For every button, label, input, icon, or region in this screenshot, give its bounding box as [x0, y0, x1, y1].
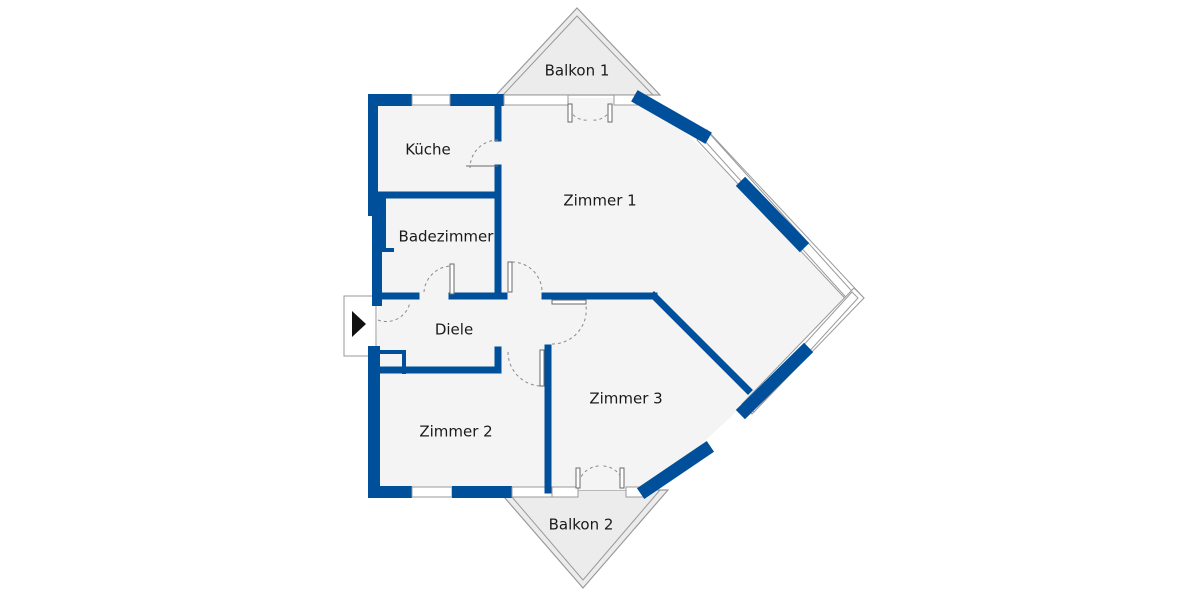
- interior-walls: [374, 100, 753, 494]
- doors[interactable]: [377, 103, 625, 489]
- room-label-badezimmer: Badezimmer: [399, 228, 495, 246]
- room-label-diele: Diele: [435, 321, 473, 339]
- outer-walls: [368, 90, 814, 500]
- room-label-zimmer-3: Zimmer 3: [589, 390, 662, 408]
- room-label-kueche: Küche: [405, 141, 451, 159]
- room-label-balkon-2: Balkon 2: [549, 516, 614, 534]
- entrance-arrow-icon: [352, 311, 366, 337]
- balcony-2-area: [496, 489, 670, 589]
- balcony-1-area: [494, 7, 662, 96]
- room-label-balkon-1: Balkon 1: [545, 62, 610, 80]
- room-label-zimmer-1: Zimmer 1: [563, 192, 636, 210]
- room-label-zimmer-2: Zimmer 2: [419, 423, 492, 441]
